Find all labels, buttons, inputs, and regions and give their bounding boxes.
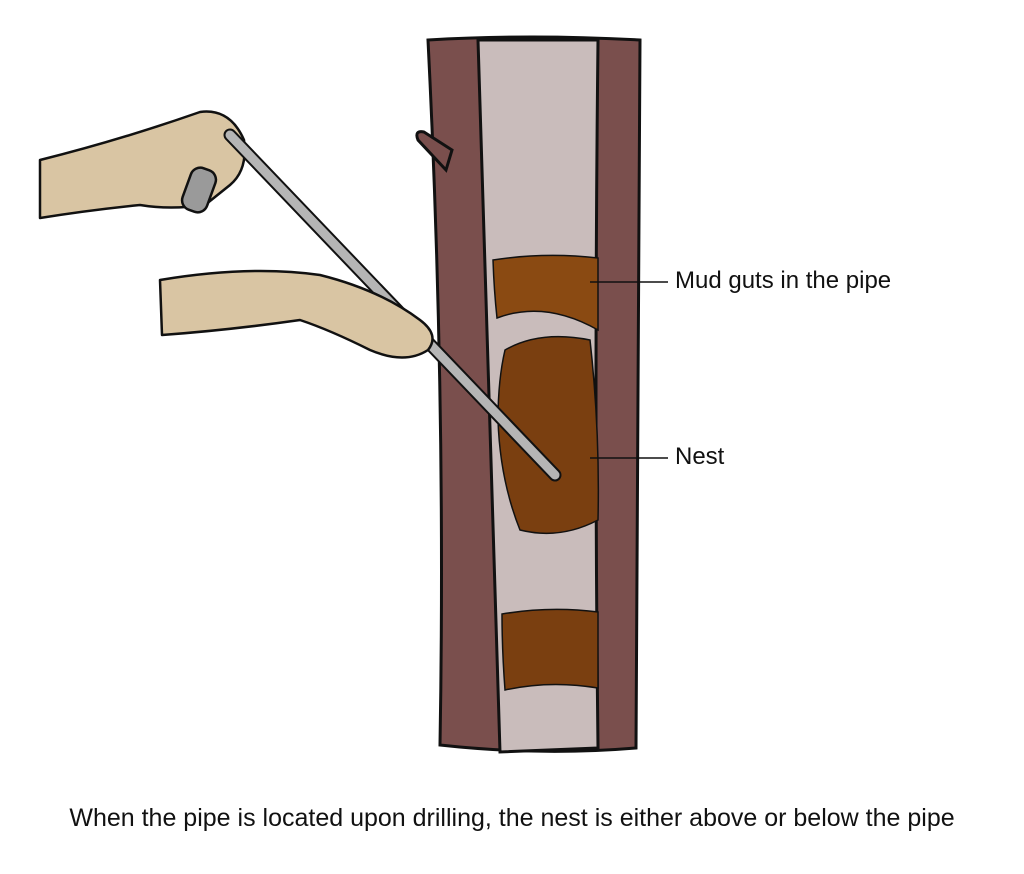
hands-and-drill	[38, 110, 562, 482]
drill-handle	[180, 166, 218, 214]
mud-guts-label: Mud guts in the pipe	[675, 267, 892, 294]
branch-stub	[415, 130, 454, 173]
tree-trunk	[415, 35, 642, 754]
mud-band-bottom	[501, 608, 599, 691]
lower-hand	[158, 269, 434, 359]
upper-hand	[38, 110, 246, 220]
leader-lines	[590, 281, 668, 459]
nest-label: Nest	[675, 443, 725, 470]
mud-band-top	[492, 254, 599, 332]
caption: When the pipe is located upon drilling, …	[69, 804, 955, 832]
